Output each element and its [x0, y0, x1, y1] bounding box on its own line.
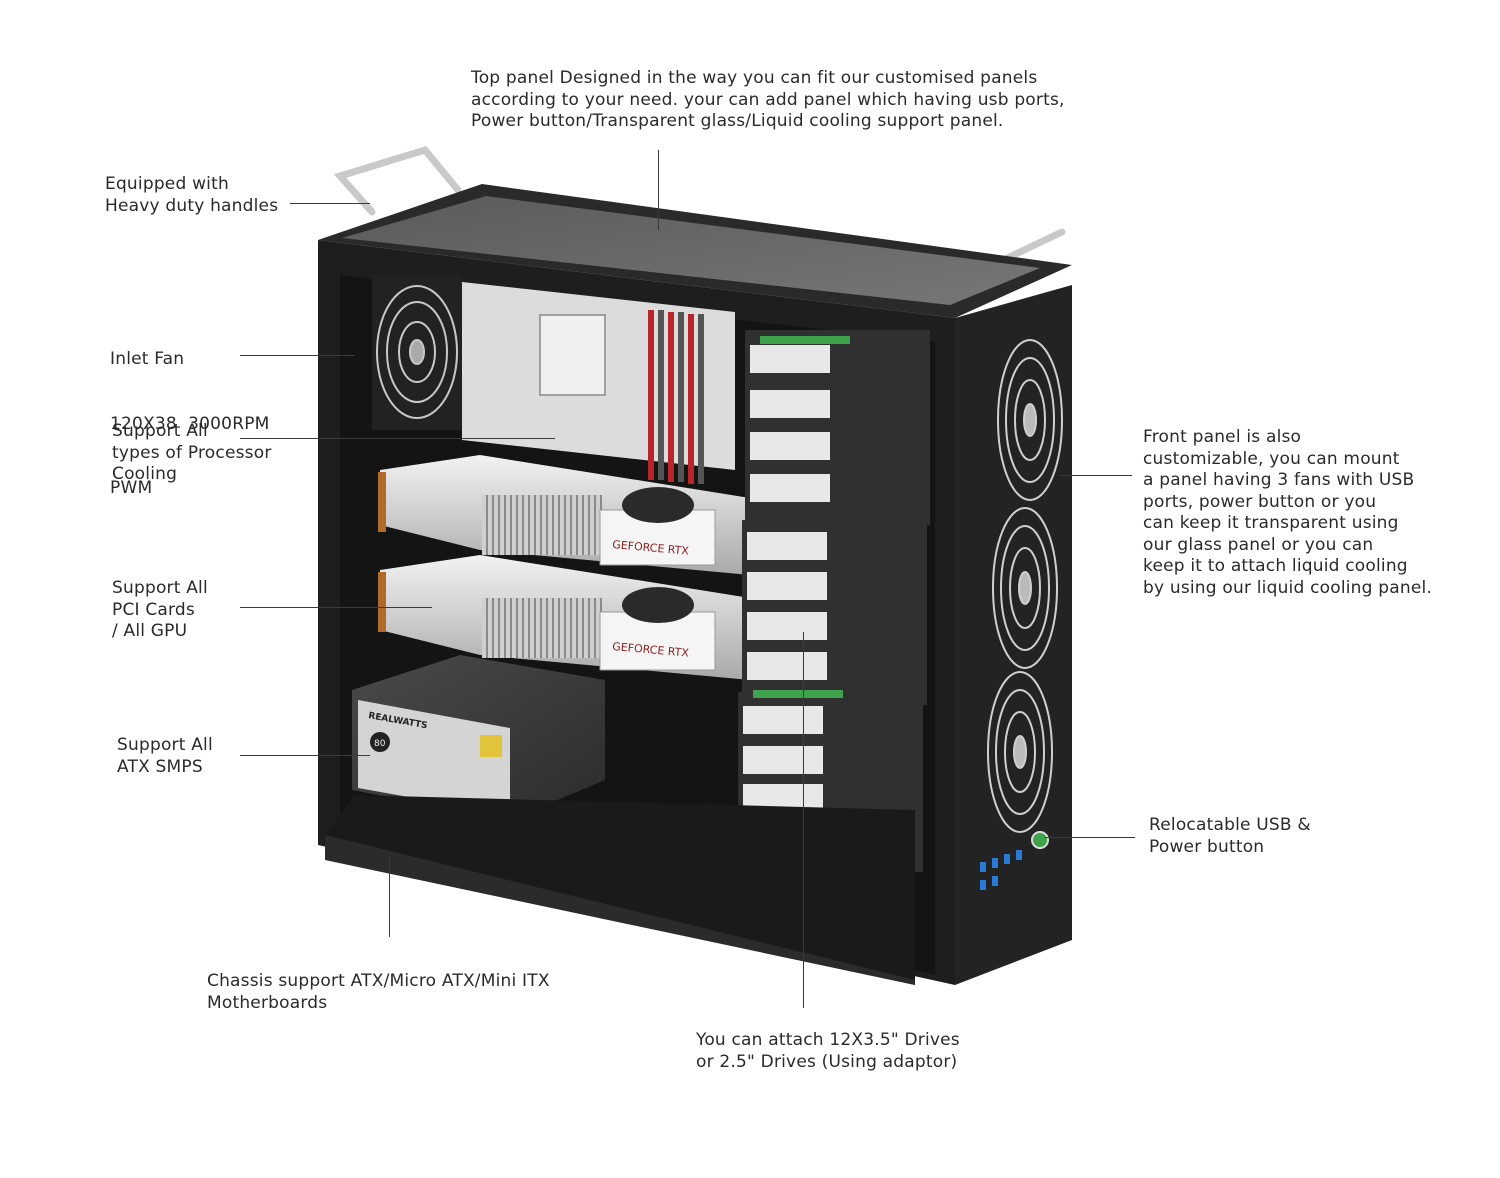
leader-top-panel [658, 150, 659, 230]
psu-rating: 80 [374, 739, 386, 749]
leader-drives [803, 632, 804, 1008]
callout-line: types of Processor [112, 442, 272, 463]
callout-line: our glass panel or you can [1143, 534, 1374, 555]
callout-line: can keep it transparent using [1143, 513, 1399, 533]
callout-line: PWM [110, 478, 153, 498]
callout-line: ATX SMPS [117, 756, 203, 777]
callout-line: Cooling [112, 464, 178, 484]
leader-motherboards [389, 855, 390, 937]
callout-line: keep it to attach liquid cooling [1143, 556, 1408, 576]
callout-line: by using our liquid cooling panel. [1143, 577, 1433, 598]
front-fan-bottom [987, 671, 1053, 833]
leader-pci-cards [240, 607, 432, 608]
callout-line: ports, power button or you [1143, 491, 1377, 512]
callout-line: Motherboards [207, 992, 328, 1013]
callout-line: PCI Cards [112, 599, 195, 620]
power-button [1031, 831, 1049, 849]
callout-pci-cards: Support All PCI Cards / All GPU [112, 578, 208, 643]
callout-line: customizable, you can mount [1143, 448, 1400, 469]
chassis-base [325, 795, 915, 985]
callout-cpu-cooling: Support All types of Processor Cooling [112, 421, 272, 486]
leader-handles [290, 203, 370, 204]
leader-front-panel [1060, 475, 1132, 476]
callout-drives: You can attach 12X3.5" Drives or 2.5" Dr… [696, 1030, 960, 1073]
leader-inlet-fan [240, 355, 355, 356]
front-fan-middle [992, 507, 1058, 669]
cpu-socket [539, 314, 606, 396]
callout-line: according to your need. your can add pan… [471, 89, 1065, 110]
callout-line: Support All [112, 578, 208, 598]
callout-line: Support All [112, 421, 208, 441]
callout-line: / All GPU [112, 621, 188, 641]
callout-handles: Equipped with Heavy duty handles [105, 174, 278, 217]
callout-line: or 2.5" Drives (Using adaptor) [696, 1051, 958, 1072]
base-front [325, 835, 915, 985]
callout-line: You can attach 12X3.5" Drives [696, 1030, 960, 1050]
drive-cage-middle [742, 520, 927, 705]
drive-cage-upper [745, 330, 930, 525]
ram-slots [648, 310, 704, 484]
callout-line: 120X38 3000RPM [110, 413, 270, 434]
callout-line: a panel having 3 fans with USB [1143, 470, 1415, 490]
power-supply [352, 655, 605, 820]
callout-line: Top panel Designed in the way you can fi… [471, 68, 1038, 88]
front-fan-top [997, 339, 1063, 501]
leader-smps [240, 755, 370, 756]
callout-line: Support All [117, 735, 213, 755]
callout-line: Power button/Transparent glass/Liquid co… [471, 111, 1004, 131]
callout-top-panel: Top panel Designed in the way you can fi… [471, 68, 1065, 133]
handle-left [333, 145, 462, 216]
callout-motherboards: Chassis support ATX/Micro ATX/Mini ITX M… [207, 971, 550, 1014]
front-panel [955, 285, 1072, 985]
leader-cpu-cooling [240, 438, 555, 439]
callout-line: Chassis support ATX/Micro ATX/Mini ITX [207, 971, 550, 991]
leader-usb-power [1045, 837, 1135, 838]
callout-line: Relocatable USB & [1149, 815, 1311, 835]
callout-smps: Support All ATX SMPS [117, 735, 213, 778]
callout-line: Equipped with [105, 174, 229, 194]
inlet-fan [372, 275, 462, 430]
callout-line: Power button [1149, 836, 1265, 857]
callout-front-panel: Front panel is also customizable, you ca… [1143, 427, 1432, 599]
callout-line: Heavy duty handles [105, 195, 279, 216]
front-io-ports [980, 850, 1022, 890]
callout-line: Inlet Fan [110, 349, 185, 369]
callout-line: Front panel is also [1143, 427, 1302, 447]
gpu-upper [378, 455, 750, 575]
gpu-lower [378, 555, 750, 680]
callout-inlet-fan: Inlet Fan 120X38 3000RPM PWM [110, 306, 270, 521]
callout-usb-power: Relocatable USB & Power button [1149, 815, 1311, 858]
top-glass [342, 196, 1040, 305]
